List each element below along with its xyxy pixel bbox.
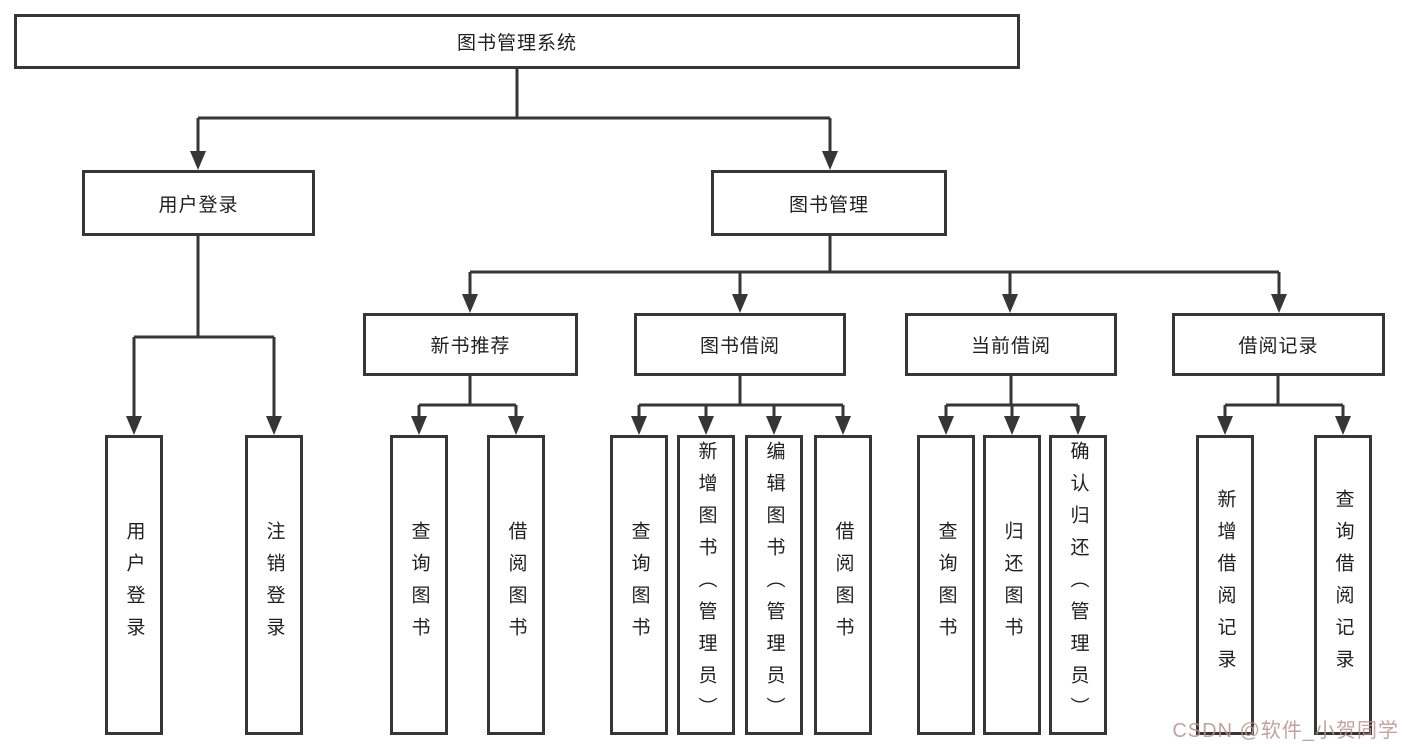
leaf-confirm-return-admin: 确认归还（管理员） [1049, 435, 1107, 735]
node-label: 新增图书（管理员） [695, 441, 717, 729]
node-label: 借阅图书 [832, 521, 854, 649]
node-label: 查询借阅记录 [1332, 489, 1354, 681]
leaf-query-borrow-record: 查询借阅记录 [1314, 435, 1372, 735]
node-label: 查询图书 [935, 521, 957, 649]
leaf-edit-books-admin: 编辑图书（管理员） [745, 435, 803, 735]
arrowhead-icons [126, 151, 1351, 435]
leaf-user-login: 用户登录 [105, 435, 163, 735]
node-new-book-recommend: 新书推荐 [363, 313, 578, 376]
leaf-borrow-books-recommend: 借阅图书 [487, 435, 545, 735]
leaf-query-books-borrow: 查询图书 [610, 435, 668, 735]
node-label: 编辑图书（管理员） [763, 441, 785, 729]
node-label: 归还图书 [1001, 521, 1023, 649]
connector-paths [132, 69, 1345, 418]
leaf-borrow-books: 借阅图书 [814, 435, 872, 735]
node-label: 借阅图书 [505, 521, 527, 649]
node-label: 图书借阅 [699, 336, 780, 357]
leaf-return-books: 归还图书 [983, 435, 1041, 735]
leaf-logout: 注销登录 [245, 435, 303, 735]
leaf-query-books-current: 查询图书 [917, 435, 975, 735]
node-label: 借阅记录 [1238, 336, 1319, 357]
leaf-add-books-admin: 新增图书（管理员） [677, 435, 735, 735]
node-label: 查询图书 [408, 521, 430, 649]
csdn-watermark: CSDN @软件_小贺同学 [1172, 720, 1399, 742]
leaf-query-books-recommend: 查询图书 [390, 435, 448, 735]
node-label: 图书管理 [788, 194, 869, 216]
node-label: 查询图书 [628, 521, 650, 649]
node-current-borrow: 当前借阅 [905, 313, 1117, 376]
node-book-borrow: 图书借阅 [634, 313, 846, 376]
node-label: 新增借阅记录 [1214, 489, 1236, 681]
node-borrow-records: 借阅记录 [1172, 313, 1385, 376]
node-label: 图书管理系统 [456, 33, 577, 54]
node-label: 确认归还（管理员） [1067, 441, 1089, 729]
node-book-management: 图书管理 [711, 170, 947, 236]
node-root-system: 图书管理系统 [14, 14, 1020, 69]
node-label: 用户登录 [123, 521, 145, 649]
node-user-login: 用户登录 [82, 170, 315, 236]
node-label: 新书推荐 [430, 336, 511, 357]
node-label: 当前借阅 [970, 336, 1051, 357]
leaf-add-borrow-record: 新增借阅记录 [1196, 435, 1254, 735]
node-label: 注销登录 [263, 521, 285, 649]
node-label: 用户登录 [158, 194, 239, 216]
